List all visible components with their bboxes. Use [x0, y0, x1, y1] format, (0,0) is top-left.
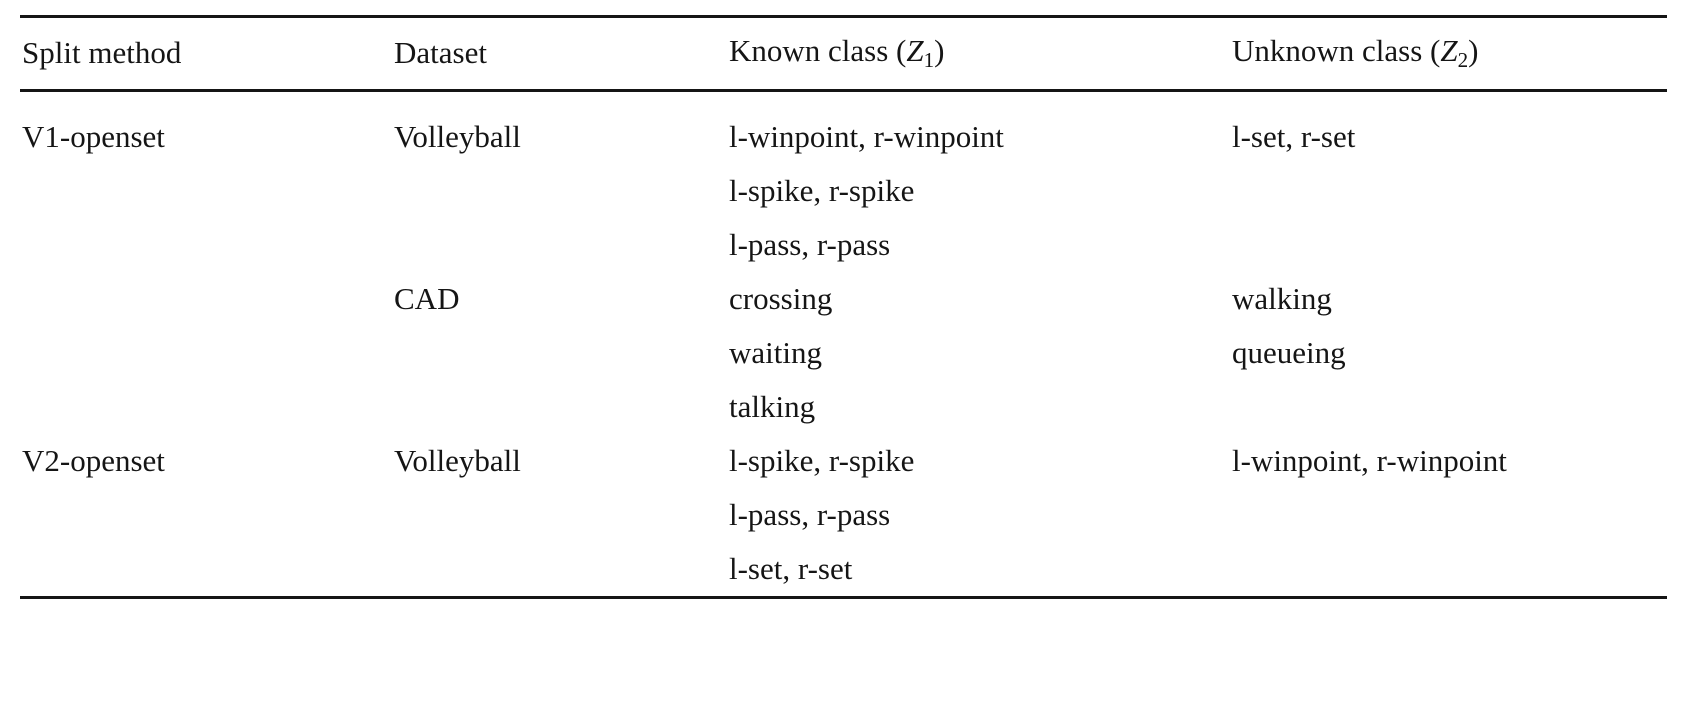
- column-header-split-method: Split method: [22, 34, 182, 70]
- table-row: V2-openset Volleyball l-spike, r-spike l…: [20, 434, 1667, 596]
- unknown-class-item: queueing: [1232, 335, 1346, 371]
- table-row: CAD crossing waiting talking walking que…: [20, 272, 1667, 434]
- cell-dataset: Volleyball: [392, 92, 727, 272]
- known-class-subscript: 1: [923, 47, 935, 72]
- column-header-known-class: Known class (Z1): [727, 18, 1230, 89]
- known-class-item: l-winpoint, r-winpoint: [729, 119, 1004, 155]
- cell-split-method: V2-openset: [20, 434, 392, 596]
- table-container: Split method Dataset Known class (Z1) Un…: [20, 0, 1667, 600]
- column-header-unknown-class: Unknown class (Z2): [1230, 18, 1667, 89]
- unknown-class-variable: Z: [1440, 33, 1458, 68]
- cell-dataset: CAD: [392, 272, 727, 434]
- unknown-class-prefix: Unknown class (: [1232, 33, 1441, 68]
- known-class-item: l-spike, r-spike: [729, 443, 915, 479]
- known-class-prefix: Known class (: [729, 33, 907, 68]
- cell-split-method: V1-openset: [20, 92, 392, 272]
- header-row: Split method Dataset Known class (Z1) Un…: [20, 18, 1667, 89]
- table-header-rule: [20, 89, 1667, 93]
- unknown-class-item: l-set, r-set: [1232, 119, 1356, 155]
- table-row: V1-openset Volleyball l-winpoint, r-winp…: [20, 92, 1667, 272]
- known-class-variable: Z: [906, 33, 924, 68]
- unknown-class-item: walking: [1232, 281, 1332, 317]
- known-class-item: l-spike, r-spike: [729, 173, 915, 209]
- unknown-class-item: l-winpoint, r-winpoint: [1232, 443, 1507, 479]
- known-class-item: l-pass, r-pass: [729, 497, 891, 533]
- cell-known-class: crossing waiting talking: [727, 272, 1230, 434]
- known-class-suffix: ): [934, 33, 945, 68]
- table-head: Split method Dataset Known class (Z1) Un…: [20, 18, 1667, 89]
- cell-unknown-class: l-set, r-set: [1230, 92, 1667, 272]
- known-class-item: crossing: [729, 281, 833, 317]
- column-header-dataset: Dataset: [394, 34, 487, 70]
- unknown-class-subscript: 2: [1457, 47, 1469, 72]
- split-method-value: V1-openset: [22, 119, 165, 155]
- cell-split-method: [20, 272, 392, 434]
- cell-dataset: Volleyball: [392, 434, 727, 596]
- cell-known-class: l-winpoint, r-winpoint l-spike, r-spike …: [727, 92, 1230, 272]
- dataset-value: CAD: [394, 281, 460, 317]
- known-class-item: waiting: [729, 335, 822, 371]
- table-top-rule: [20, 15, 1667, 18]
- split-method-table-body: V1-openset Volleyball l-winpoint, r-winp…: [20, 92, 1667, 596]
- cell-unknown-class: walking queueing: [1230, 272, 1667, 434]
- cell-known-class: l-spike, r-spike l-pass, r-pass l-set, r…: [727, 434, 1230, 596]
- split-method-value: [22, 272, 392, 326]
- known-class-item: l-set, r-set: [729, 551, 853, 587]
- split-method-value: V2-openset: [22, 443, 165, 479]
- dataset-value: Volleyball: [394, 443, 521, 479]
- table-bottom-rule: [20, 596, 1667, 600]
- split-method-table: Split method Dataset Known class (Z1) Un…: [20, 18, 1667, 89]
- known-class-item: l-pass, r-pass: [729, 227, 891, 263]
- known-class-item: talking: [729, 389, 816, 425]
- cell-unknown-class: l-winpoint, r-winpoint: [1230, 434, 1667, 596]
- table-body: V1-openset Volleyball l-winpoint, r-winp…: [20, 92, 1667, 596]
- unknown-class-suffix: ): [1468, 33, 1479, 68]
- dataset-value: Volleyball: [394, 119, 521, 155]
